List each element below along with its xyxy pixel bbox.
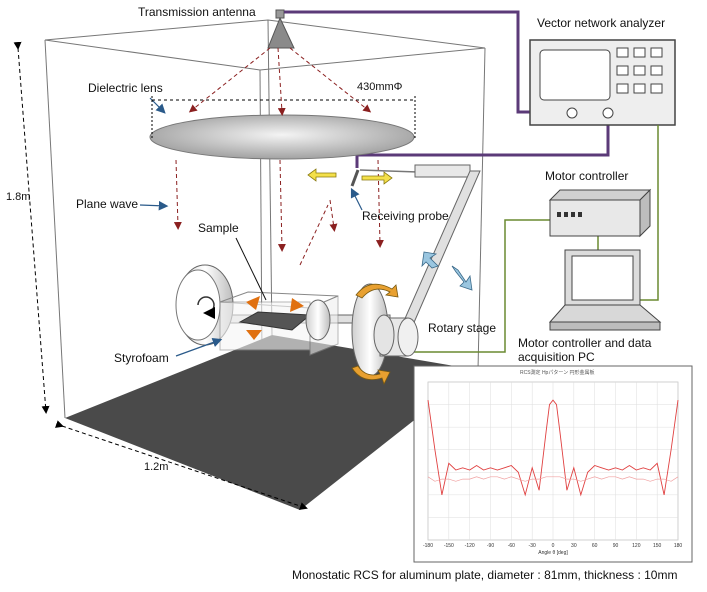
x-tick-label: 180: [674, 543, 683, 549]
figure-caption: Monostatic RCS for aluminum plate, diame…: [292, 568, 678, 582]
x-tick-label: -90: [487, 543, 494, 549]
sample-label: Sample: [198, 221, 239, 235]
receiving-probe-label: Receiving probe: [362, 209, 449, 223]
sample-orange-arrows: [246, 296, 304, 340]
vector-network-analyzer: [529, 39, 676, 126]
x-axis-label: Angle θ [deg]: [538, 550, 568, 556]
transmission-antenna: [267, 9, 295, 49]
rcs-plot-title: RCS測定 Hpパターン 円形金属板: [520, 369, 594, 376]
arm-motion-arrows: [421, 251, 473, 291]
x-tick-label: -150: [444, 543, 454, 549]
height-dimension: [13, 41, 50, 414]
cable-to-antenna: [284, 10, 568, 114]
cable-vna-pc: [640, 125, 659, 301]
styrofoam-label-arrow: [175, 337, 223, 357]
x-tick-label: 150: [653, 543, 662, 549]
x-tick-label: 120: [632, 543, 641, 549]
dielectric-lens-label: Dielectric lens: [88, 81, 163, 95]
height-label: 1.8m: [6, 191, 30, 203]
width-dimension: [55, 420, 308, 510]
cable-to-probe: [355, 115, 610, 168]
rcs-plot-area: -180 -150 -120 -90 -60 -30 0 30 60 90 120 150 180Ang…: [423, 381, 683, 556]
receiving-probe: [350, 164, 471, 187]
x-tick-label: 0: [552, 543, 555, 549]
series-line-1: [427, 399, 679, 497]
probe-scan-arrows: [307, 168, 393, 185]
right-small-disk: [305, 299, 331, 341]
x-tick-label: -60: [508, 543, 515, 549]
stage-rotation-arrows: [351, 283, 399, 386]
x-tick-label: 30: [571, 543, 577, 549]
x-tick-label: -180: [423, 543, 433, 549]
motor-controller: [548, 188, 652, 238]
motor-controller-label: Motor controller: [545, 169, 628, 183]
acquisition-pc: [548, 249, 662, 331]
vna-label: Vector network analyzer: [537, 16, 665, 30]
pc-label-line2: acquisition PC: [518, 350, 595, 364]
rotation-icon-left: [197, 296, 216, 319]
x-tick-label: -120: [465, 543, 475, 549]
incident-waves: [173, 47, 384, 266]
probe-label-arrow: [350, 187, 363, 211]
series-line-2: [427, 476, 679, 482]
rcs-plot: RCS測定 Hpパターン 円形金属板 -180 -150 -120 -90 -60 -30…: [413, 365, 693, 563]
sample-label-line: [235, 237, 267, 301]
dielectric-lens: [149, 114, 415, 160]
lens-diameter-label: 430mmΦ: [357, 81, 403, 93]
width-label: 1.2m: [144, 461, 168, 473]
styrofoam-label: Styrofoam: [114, 351, 169, 365]
plane-wave-arrow: [139, 200, 169, 211]
x-tick-label: 90: [613, 543, 619, 549]
pc-label-line1: Motor controller and data: [518, 336, 652, 350]
rotary-stage-label: Rotary stage: [428, 321, 496, 335]
plane-wave-label: Plane wave: [76, 197, 138, 211]
cable-controller-stage: [405, 219, 550, 353]
rotary-stage: [351, 283, 419, 377]
transmission-antenna-label: Transmission antenna: [138, 5, 256, 19]
x-tick-label: -30: [529, 543, 536, 549]
x-tick-label: 60: [592, 543, 598, 549]
